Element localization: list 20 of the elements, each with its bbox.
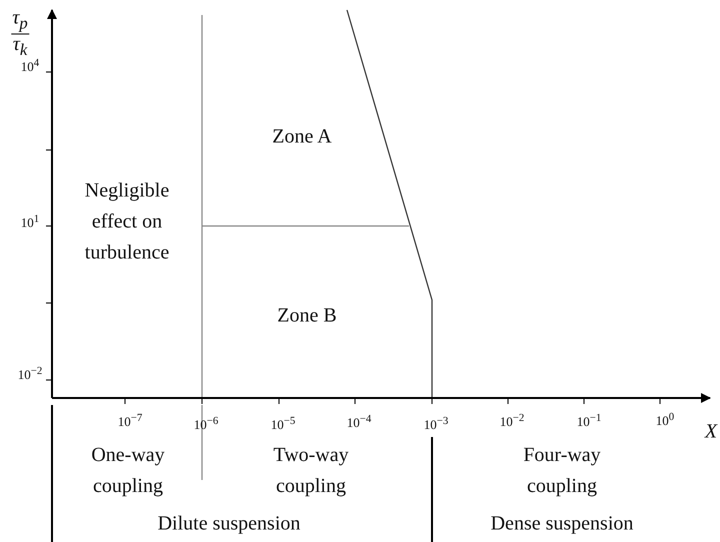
region-label: Zone B bbox=[277, 304, 337, 328]
tick-label: 10$^{−3}$ bbox=[424, 414, 448, 434]
tick-label: 10$^{−2}$ bbox=[500, 410, 524, 432]
tick-label: 10$^{1}$ bbox=[20, 212, 40, 232]
regime-label: Dilute suspension bbox=[158, 512, 300, 536]
region-label: Negligible effect on turbulence bbox=[84, 178, 170, 266]
region-label: Zone A bbox=[272, 124, 332, 150]
tick-label: 10$^{−2}$ bbox=[18, 364, 42, 384]
tick-label: 10$^{−7}$ bbox=[118, 410, 142, 432]
regime-label: One-way coupling bbox=[90, 443, 166, 499]
tick-label: 10$^{−6}$ bbox=[194, 414, 218, 434]
tick-label: 10$^{−5}$ bbox=[270, 414, 296, 434]
tick-label: 10$^{0}$ bbox=[656, 410, 674, 430]
tick-label: 10$^{−1}$ bbox=[576, 410, 602, 432]
tick-label: 10$^{−4}$ bbox=[346, 412, 372, 432]
axis-label: τ$_{p}$ bbox=[11, 6, 29, 34]
regime-label: Two-way coupling bbox=[272, 443, 350, 499]
axis-label: X bbox=[704, 420, 718, 444]
regime-label: Four-way coupling bbox=[522, 443, 602, 499]
regime-label: Dense suspension bbox=[490, 512, 634, 536]
